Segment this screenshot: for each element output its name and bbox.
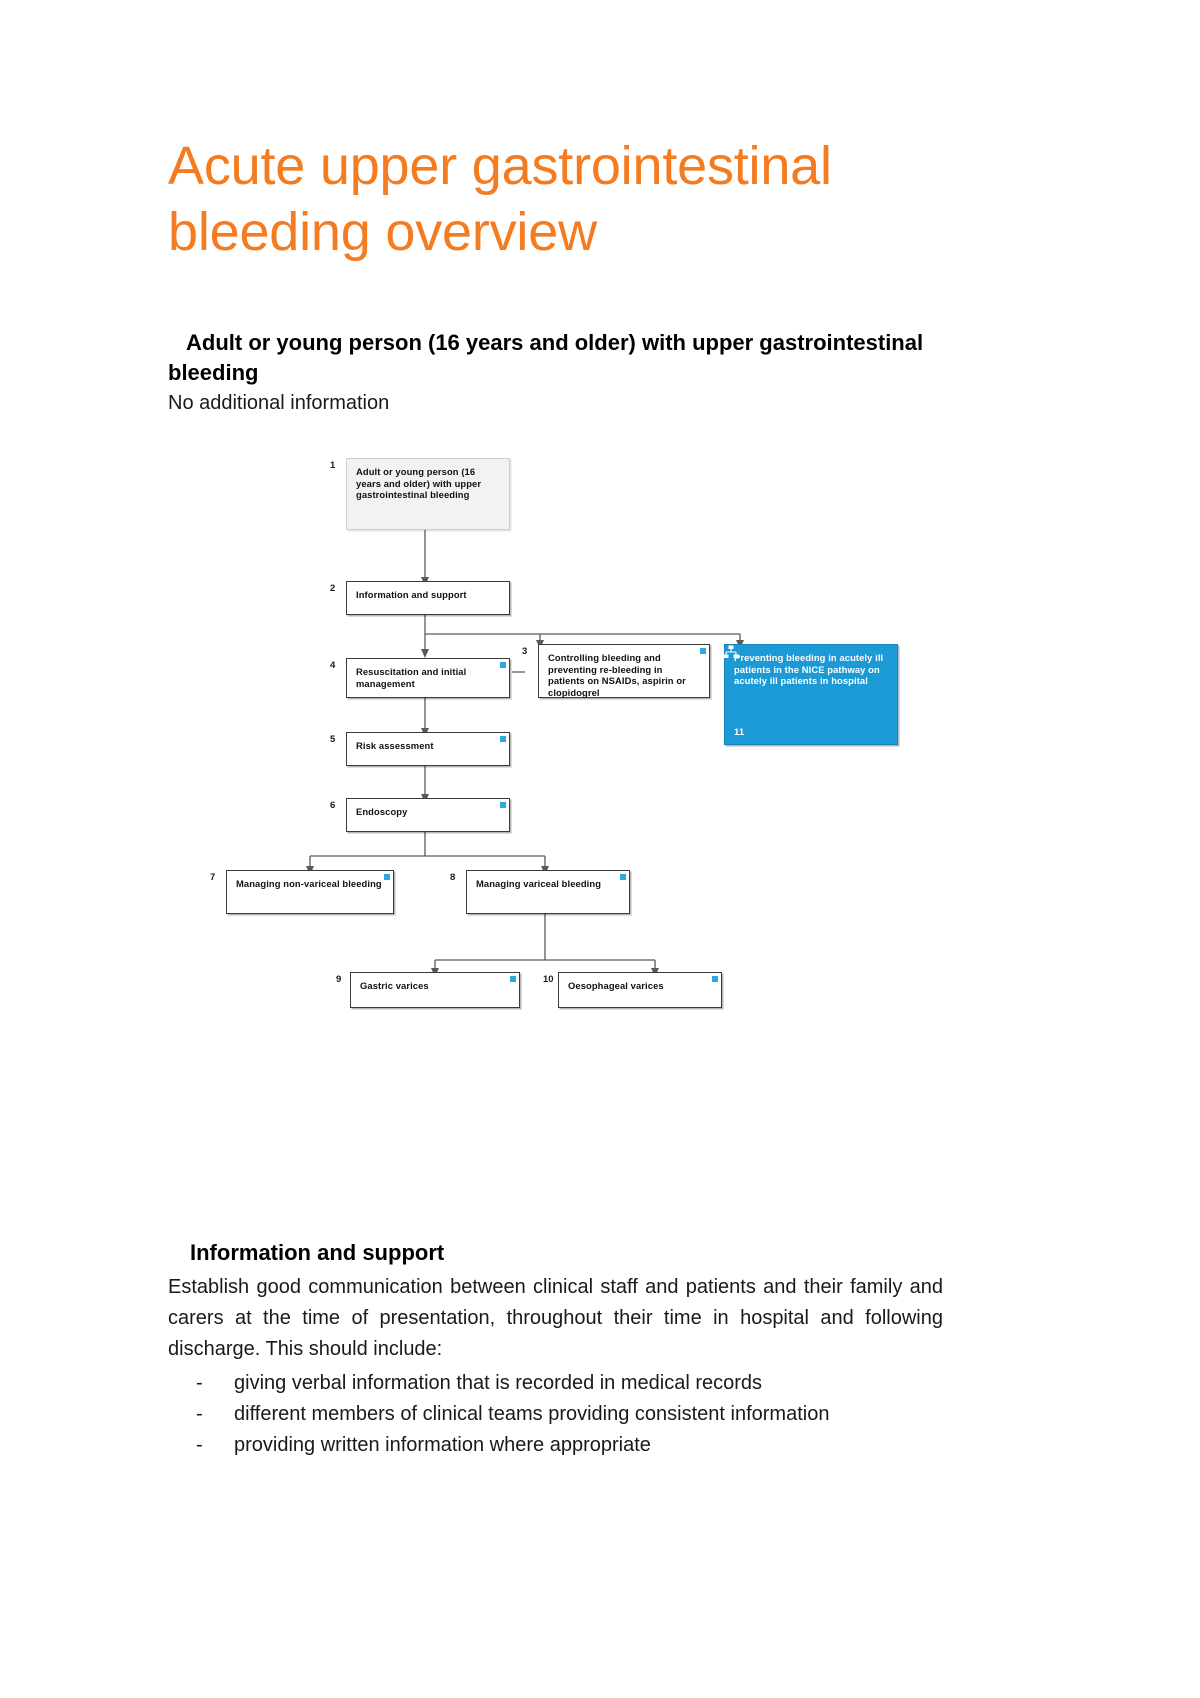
section-heading: Adult or young person (16 years and olde… — [168, 330, 924, 385]
page-title: Acute upper gastrointestinal bleeding ov… — [168, 136, 832, 262]
list-item: - different members of clinical teams pr… — [196, 1399, 956, 1430]
section-subnote: No additional information — [168, 392, 390, 414]
node-marker-icon — [620, 874, 626, 880]
flow-node-managing-non-variceal-bleeding[interactable]: Managing non-variceal bleeding — [226, 870, 394, 914]
flow-node-oesophageal-varices[interactable]: Oesophageal varices — [558, 972, 722, 1008]
flow-node-adult-or-young-person[interactable]: Adult or young person (16 years and olde… — [346, 458, 510, 530]
flow-node-endoscopy[interactable]: Endoscopy — [346, 798, 510, 832]
flow-node-managing-variceal-bleeding[interactable]: Managing variceal bleeding — [466, 870, 630, 914]
list-item-label: different members of clinical teams prov… — [234, 1403, 830, 1425]
node-number-5: 5 — [330, 734, 336, 745]
flow-node-controlling-bleeding[interactable]: Controlling bleeding and preventing re-b… — [538, 644, 710, 698]
hierarchy-icon — [723, 645, 739, 658]
flow-node-risk-assessment[interactable]: Risk assessment — [346, 732, 510, 766]
flow-node-label: Managing variceal bleeding — [476, 878, 602, 889]
flow-node-preventing-bleeding-acutely-ill[interactable]: Preventing bleeding in acutely ill patie… — [723, 644, 898, 745]
list-item: - providing written information where ap… — [196, 1430, 956, 1461]
node-number-8: 8 — [450, 872, 456, 883]
node-marker-icon — [500, 736, 506, 742]
flow-node-label: Preventing bleeding in acutely ill patie… — [734, 652, 884, 687]
flow-node-label: Risk assessment — [356, 740, 434, 751]
information-section-paragraph: Establish good communication between cli… — [168, 1276, 943, 1360]
flow-node-label: Information and support — [356, 589, 467, 600]
flow-node-gastric-varices[interactable]: Gastric varices — [350, 972, 520, 1008]
node-number-9: 9 — [336, 974, 342, 985]
node-marker-icon — [500, 662, 506, 668]
node-marker-icon — [712, 976, 718, 982]
flow-node-resuscitation-initial-management[interactable]: Resuscitation and initial management — [346, 658, 510, 698]
flowchart: 1 Adult or young person (16 years and ol… — [200, 448, 920, 1028]
node-number-4: 4 — [330, 660, 336, 671]
list-item: - giving verbal information that is reco… — [196, 1368, 956, 1399]
flowchart-connectors — [306, 530, 744, 977]
node-number-1: 1 — [330, 460, 336, 471]
node-number-7: 7 — [210, 872, 216, 883]
node-number-11: 11 — [734, 727, 745, 739]
flow-node-label: Gastric varices — [360, 980, 429, 991]
flow-node-label: Managing non-variceal bleeding — [236, 878, 382, 889]
node-marker-icon — [700, 648, 706, 654]
flow-node-label: Oesophageal varices — [568, 980, 664, 991]
bullet-dash: - — [196, 1372, 203, 1394]
node-number-2: 2 — [330, 583, 336, 594]
information-bullet-list: - giving verbal information that is reco… — [196, 1368, 956, 1461]
node-marker-icon — [510, 976, 516, 982]
node-marker-icon — [500, 802, 506, 808]
flow-node-label: Controlling bleeding and preventing re-b… — [548, 652, 686, 698]
flow-node-label: Endoscopy — [356, 806, 408, 817]
node-marker-icon — [384, 874, 390, 880]
node-number-3: 3 — [522, 646, 528, 657]
bullet-dash: - — [196, 1434, 203, 1456]
list-item-label: providing written information where appr… — [234, 1434, 651, 1456]
list-item-label: giving verbal information that is record… — [234, 1372, 763, 1394]
node-number-6: 6 — [330, 800, 336, 811]
flow-node-information-and-support[interactable]: Information and support — [346, 581, 510, 615]
flow-node-label: Resuscitation and initial management — [356, 666, 467, 689]
node-number-10: 10 — [543, 974, 554, 985]
information-section-heading: Information and support — [190, 1240, 445, 1265]
flow-node-label: Adult or young person (16 years and olde… — [356, 466, 482, 501]
bullet-dash: - — [196, 1403, 203, 1425]
